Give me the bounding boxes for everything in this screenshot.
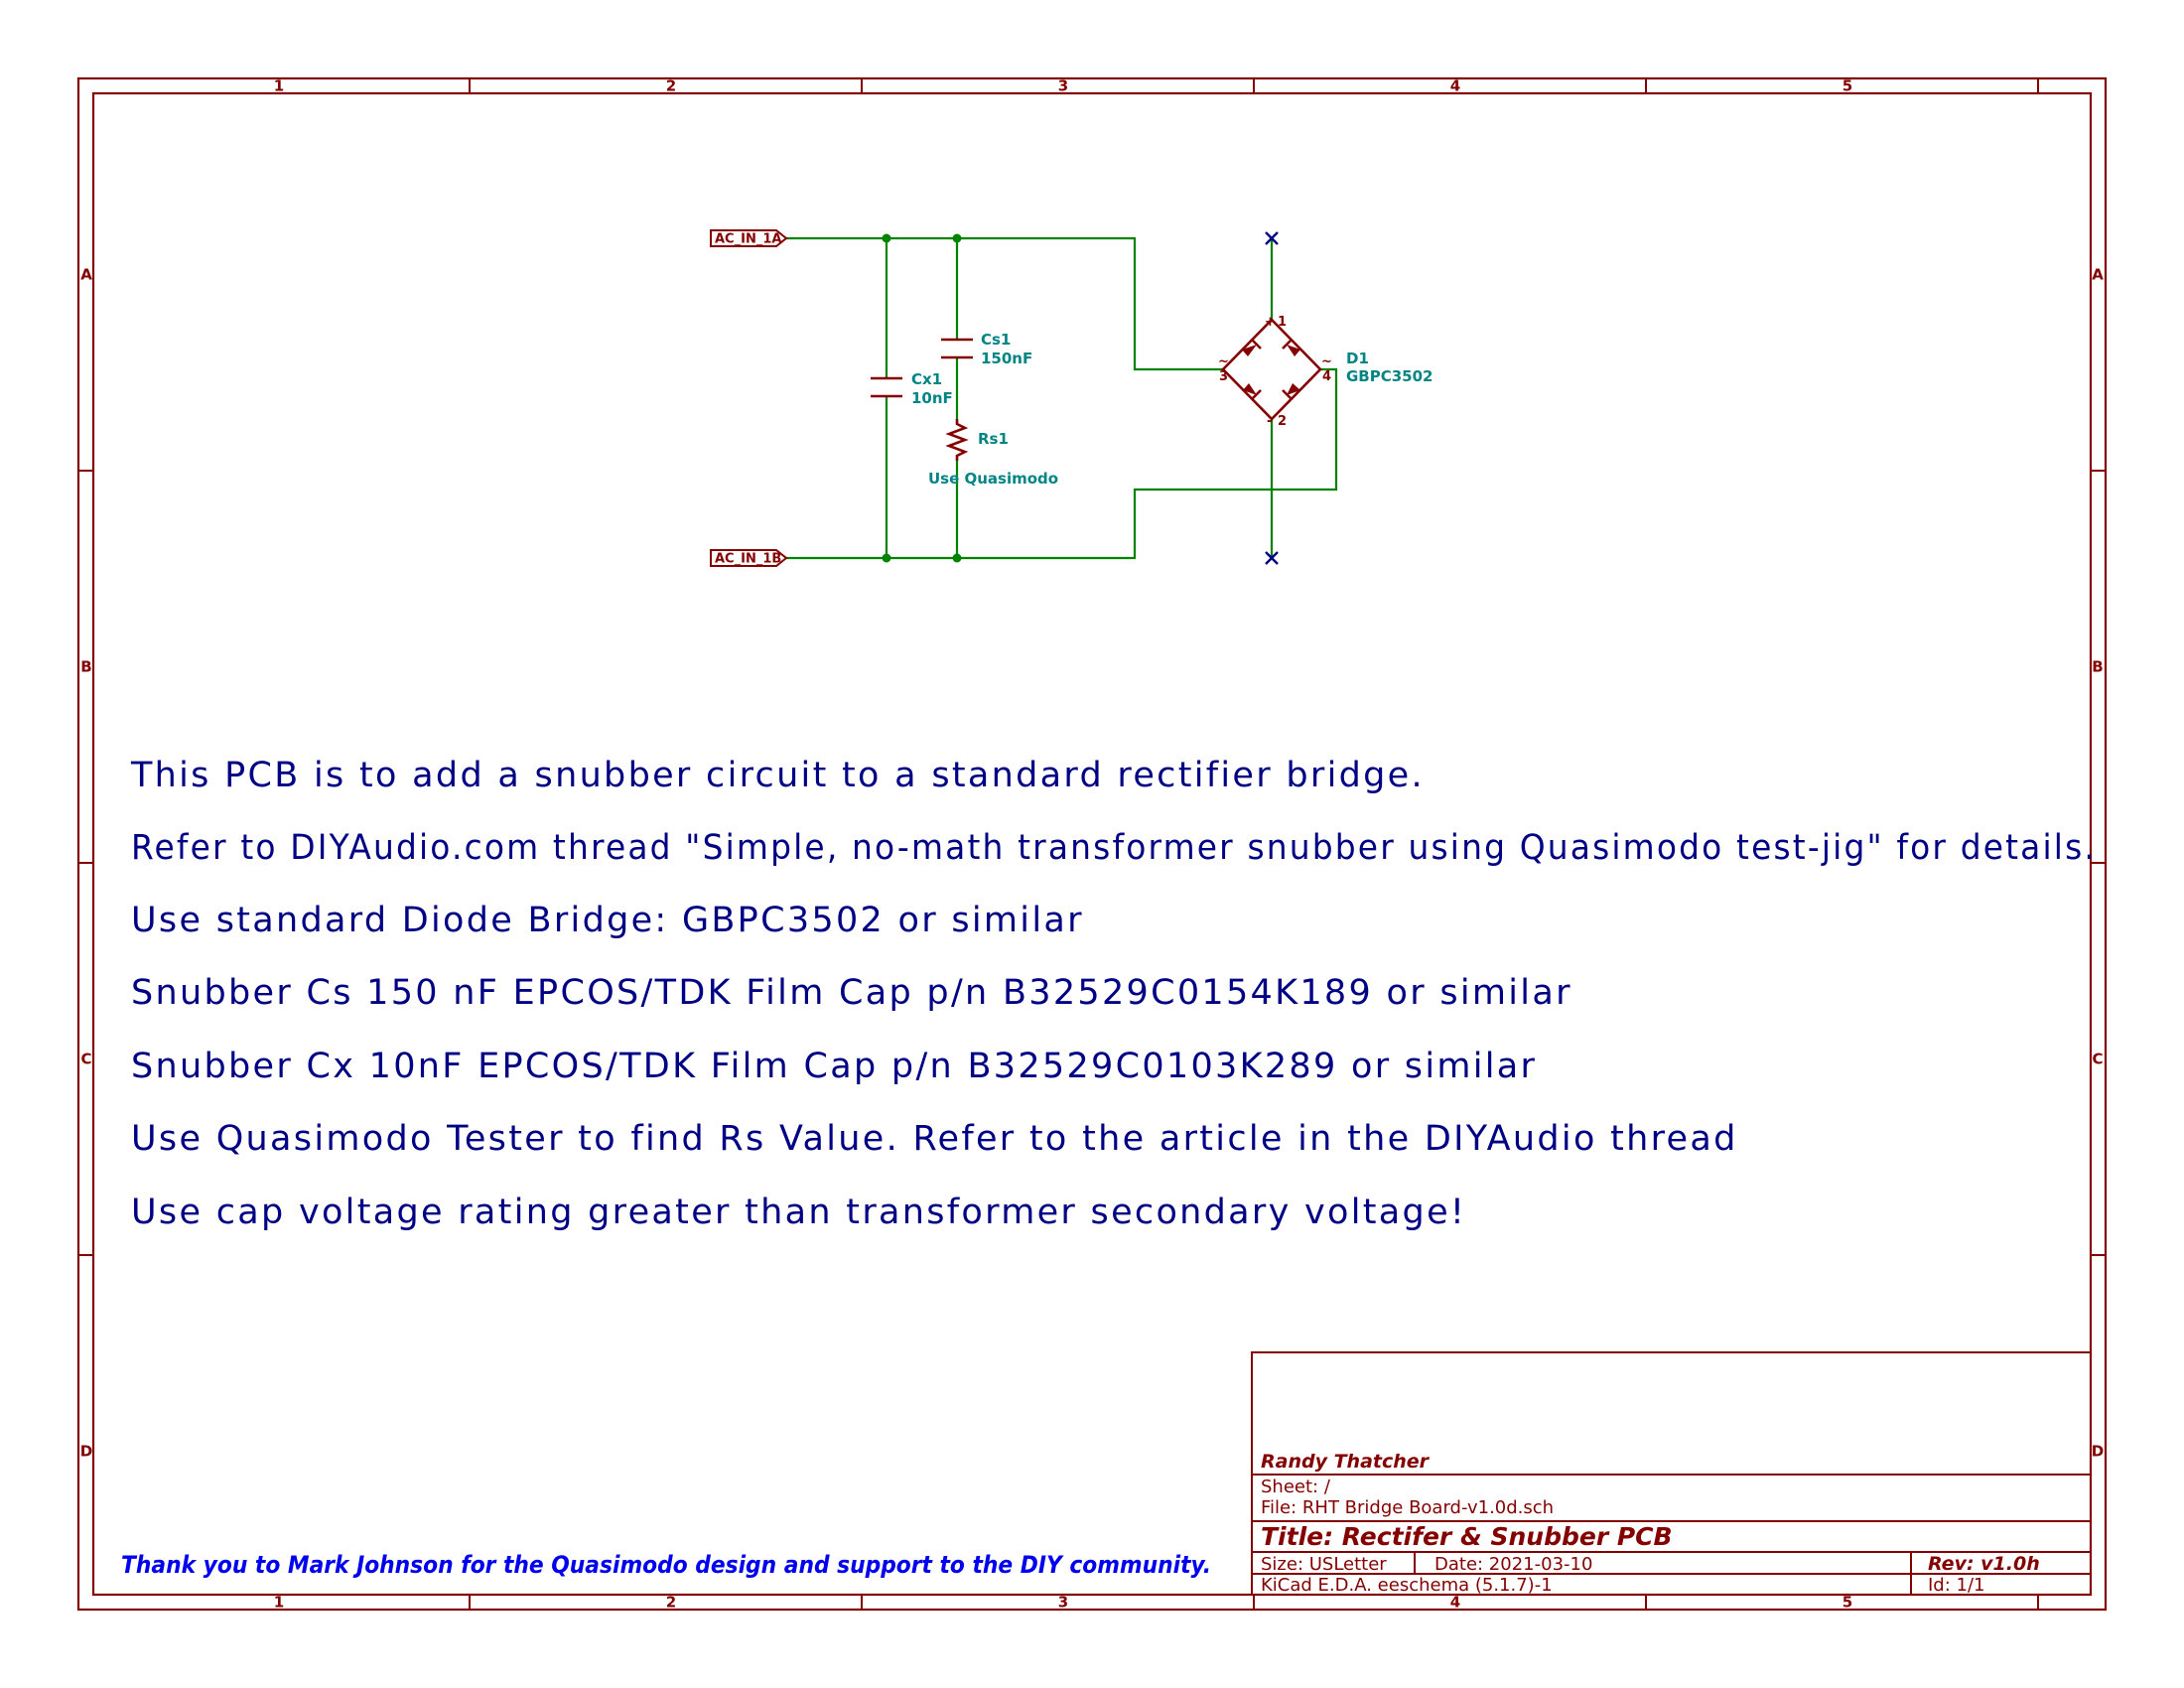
cx1-ref: Cx1 xyxy=(911,370,942,388)
note-line: Use Quasimodo Tester to find Rs Value. R… xyxy=(131,1119,1738,1159)
row-label-d-left: D xyxy=(80,1443,92,1461)
title-block-size: Size: USLetter xyxy=(1261,1554,1387,1575)
note-line: Refer to DIYAudio.com thread "Simple, no… xyxy=(131,828,2097,868)
no-connect-marker-bottom xyxy=(1265,551,1279,565)
title-block: Randy Thatcher Sheet: / File: RHT Bridge… xyxy=(1251,1351,2092,1596)
note-line: This PCB is to add a snubber circuit to … xyxy=(130,756,1425,795)
junction-dot xyxy=(882,233,891,243)
bridge-pin-3: 3 xyxy=(1219,369,1228,384)
bridge-pin-4: 4 xyxy=(1322,369,1331,384)
col-label-3-bottom: 3 xyxy=(1058,1594,1068,1612)
notes-block: This PCB is to add a snubber circuit to … xyxy=(130,756,2097,1232)
title-block-title: Title: Rectifer & Snubber PCB xyxy=(1261,1522,1673,1551)
note-line: Use cap voltage rating greater than tran… xyxy=(131,1193,1466,1232)
col-label-4-bottom: 4 xyxy=(1450,1594,1460,1612)
wire-ac-in-1b xyxy=(786,367,1338,560)
title-block-company: Randy Thatcher xyxy=(1261,1451,1431,1473)
resistor-rs1: Rs1 Use Quasimodo xyxy=(928,419,1058,488)
cs1-value: 150nF xyxy=(981,350,1032,367)
col-label-2-bottom: 2 xyxy=(666,1594,676,1612)
no-connect-marker-top xyxy=(1265,231,1279,245)
d1-value: GBPC3502 xyxy=(1346,367,1433,385)
inner-border xyxy=(91,91,2093,1597)
col-label-1-bottom: 1 xyxy=(274,1594,284,1612)
row-label-b-left: B xyxy=(80,658,91,676)
global-label-ac-in-1a: AC_IN_1A xyxy=(710,229,788,247)
title-block-rev: Rev: v1.0h xyxy=(1928,1553,2040,1575)
row-label-c-right: C xyxy=(2092,1051,2103,1068)
d1-ref: D1 xyxy=(1346,350,1369,367)
rs1-value: Use Quasimodo xyxy=(928,470,1058,488)
row-label-a-left: A xyxy=(80,266,92,284)
col-label-5-bottom: 5 xyxy=(1843,1594,1852,1612)
bridge-pin-tilde-left: ~ xyxy=(1218,354,1229,369)
note-line: Snubber Cs 150 nF EPCOS/TDK Film Cap p/n… xyxy=(131,973,1572,1013)
bridge-rectifier-d1: + 1 ~ 3 ~ 4 - 2 D1 GBPC3502 xyxy=(1218,315,1433,429)
col-label-4-top: 4 xyxy=(1450,77,1460,95)
row-label-c-left: C xyxy=(80,1051,91,1068)
col-label-2-top: 2 xyxy=(666,77,676,95)
capacitor-cs1: Cs1 150nF xyxy=(941,331,1032,367)
col-label-5-top: 5 xyxy=(1843,77,1852,95)
title-block-id: Id: 1/1 xyxy=(1928,1575,1985,1596)
svg-text:AC_IN_1B: AC_IN_1B xyxy=(715,552,781,567)
row-label-b-right: B xyxy=(2092,658,2103,676)
junction-dot xyxy=(882,553,891,563)
rs1-ref: Rs1 xyxy=(978,430,1009,448)
thanks-note: Thank you to Mark Johnson for the Quasim… xyxy=(121,1551,1211,1579)
title-block-file: File: RHT Bridge Board-v1.0d.sch xyxy=(1261,1497,1554,1518)
cs1-ref: Cs1 xyxy=(981,331,1011,349)
bridge-pin-1: 1 xyxy=(1278,315,1287,330)
col-label-1-top: 1 xyxy=(274,77,284,95)
svg-text:AC_IN_1A: AC_IN_1A xyxy=(715,232,781,247)
junction-dot xyxy=(952,553,962,563)
cx1-value: 10nF xyxy=(911,389,953,407)
bridge-pin-tilde-right: ~ xyxy=(1321,354,1332,369)
bridge-pin-plus: + xyxy=(1265,315,1276,330)
circuit: AC_IN_1A AC_IN_1B Cx1 10nF Cs1 150nF Rs1… xyxy=(710,229,1433,567)
global-label-ac-in-1b: AC_IN_1B xyxy=(710,549,788,567)
bridge-pin-minus: - xyxy=(1267,414,1272,429)
row-label-a-right: A xyxy=(2092,266,2104,284)
capacitor-cx1: Cx1 10nF xyxy=(871,370,953,407)
note-line: Use standard Diode Bridge: GBPC3502 or s… xyxy=(131,901,1084,940)
col-label-3-top: 3 xyxy=(1058,77,1068,95)
outer-border xyxy=(76,76,2108,1612)
junction-dot xyxy=(952,233,962,243)
sheet-frame: 1 2 3 4 5 1 2 3 4 5 A B C D A B C D xyxy=(76,76,2108,1612)
row-label-d-right: D xyxy=(2092,1443,2104,1461)
title-block-date: Date: 2021-03-10 xyxy=(1434,1554,1592,1575)
title-block-tool: KiCad E.D.A. eeschema (5.1.7)-1 xyxy=(1261,1575,1553,1596)
bridge-pin-2: 2 xyxy=(1278,414,1287,429)
title-block-sheet: Sheet: / xyxy=(1261,1477,1331,1497)
note-line: Snubber Cx 10nF EPCOS/TDK Film Cap p/n B… xyxy=(131,1047,1537,1086)
